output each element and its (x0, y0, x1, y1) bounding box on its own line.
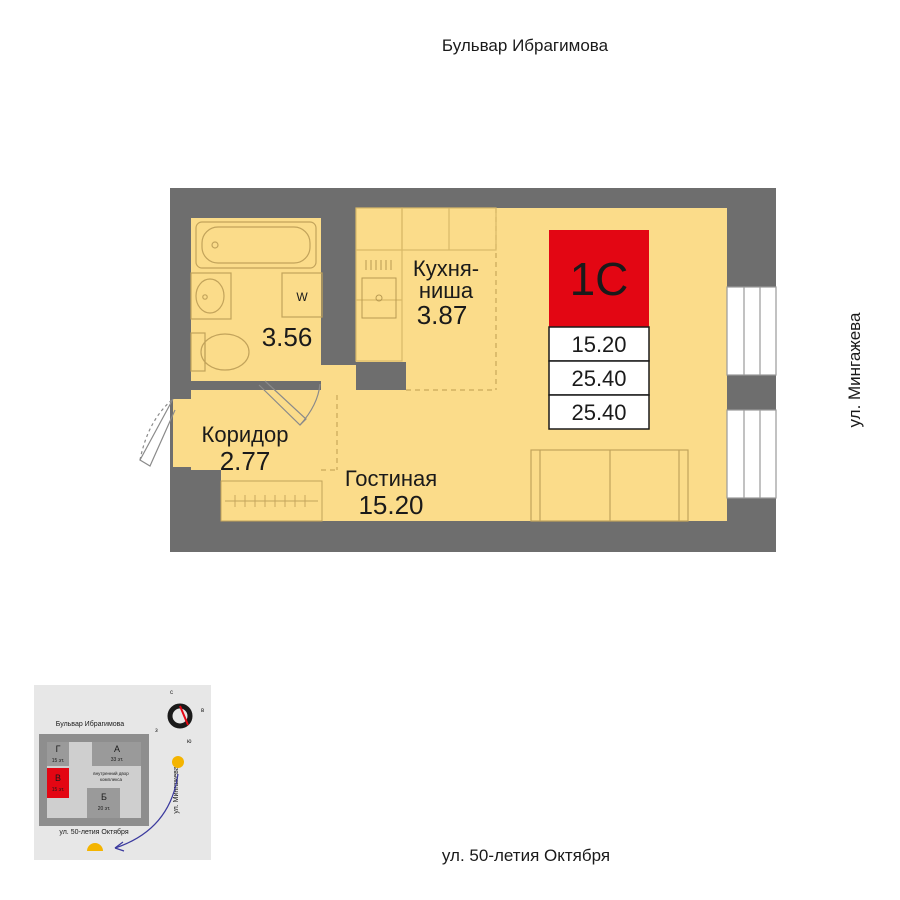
bathroom-door[interactable] (258, 380, 321, 426)
corridor-gap-floor (321, 365, 356, 395)
minimap-section-a-floors: 33 эт. (111, 757, 124, 763)
badge-area-total-balcony: 25.40 (571, 400, 626, 425)
sun-icon-west (87, 843, 103, 851)
minimap-courtyard-line1: внутренний двор (93, 770, 129, 776)
minimap-section-g-floors: 15 эт. (52, 758, 65, 764)
minimap-section-b (87, 788, 120, 818)
location-minimap: Бульвар Ибрагимова Г 15 эт. А 33 эт. В 1… (34, 685, 211, 860)
minimap-section-v (47, 768, 69, 798)
minimap-street-top: Бульвар Ибрагимова (56, 720, 125, 728)
bathroom-floor (191, 218, 321, 381)
entrance-opening (173, 399, 193, 467)
kitchen-area: 3.87 (417, 300, 468, 330)
stove-icon (361, 260, 397, 319)
compass-south: ю (187, 739, 192, 745)
partition-wall (356, 362, 406, 390)
sun-path-arrow (114, 773, 179, 849)
minimap-section-v-letter: В (55, 773, 61, 783)
compass-east: в (201, 708, 204, 714)
bath-wall-bottom (191, 381, 259, 390)
living-name: Гостиная (345, 466, 437, 491)
compass-west: з (155, 728, 158, 734)
sun-icon-east (172, 756, 184, 768)
entrance-door[interactable] (139, 398, 176, 467)
bath-kitchen-wall (321, 218, 356, 365)
badge-type-box (549, 230, 649, 327)
wardrobe-wall (191, 470, 221, 521)
badge-type: 1С (570, 253, 629, 305)
minimap-street-right: ул. Мингажева (173, 766, 180, 813)
minimap-section-a-letter: А (114, 744, 120, 754)
minimap-section-v-floors: 15 эт. (52, 787, 65, 793)
street-label-top: Бульвар Ибрагимова (441, 36, 609, 55)
wardrobe-icon (220, 480, 323, 522)
corridor-name: Коридор (202, 422, 289, 447)
kitchen-living-upper-floor (356, 208, 727, 390)
bathtub-icon (195, 221, 317, 269)
corridor-area: 2.77 (220, 446, 271, 476)
sink-icon (190, 272, 232, 320)
minimap-section-a (92, 742, 141, 766)
room-fills (173, 208, 727, 521)
street-label-bottom: ул. 50-летия Октября (441, 846, 611, 865)
minimap-street-bottom: ул. 50-летия Октября (59, 828, 128, 836)
toilet-icon (190, 332, 250, 372)
living-area: 15.20 (358, 490, 423, 520)
bathroom-area: 3.56 (262, 322, 313, 352)
kitchen-name-line2: ниша (419, 278, 474, 303)
washing-machine-icon (281, 272, 323, 318)
minimap-section-b-letter: Б (101, 792, 107, 802)
kitchen-name-line1: Кухня- (413, 256, 479, 281)
minimap-section-g-letter: Г (56, 744, 61, 754)
kitchen-counter (355, 207, 497, 362)
washer-mark: W (296, 290, 308, 304)
badge-area-living: 15.20 (571, 332, 626, 357)
window-recess-2 (713, 410, 727, 498)
windows-right (726, 286, 777, 499)
compass-north: с (170, 690, 173, 696)
badge-area-total: 25.40 (571, 366, 626, 391)
minimap-section-g (47, 742, 69, 766)
minimap-section-b-floors: 20 эт. (98, 806, 111, 812)
apartment-badge: 1С 15.20 25.40 25.40 (548, 230, 650, 430)
minimap-courtyard-line2: комплекса (100, 777, 122, 782)
sofa-icon (530, 449, 689, 522)
window-recess-1 (713, 287, 727, 375)
